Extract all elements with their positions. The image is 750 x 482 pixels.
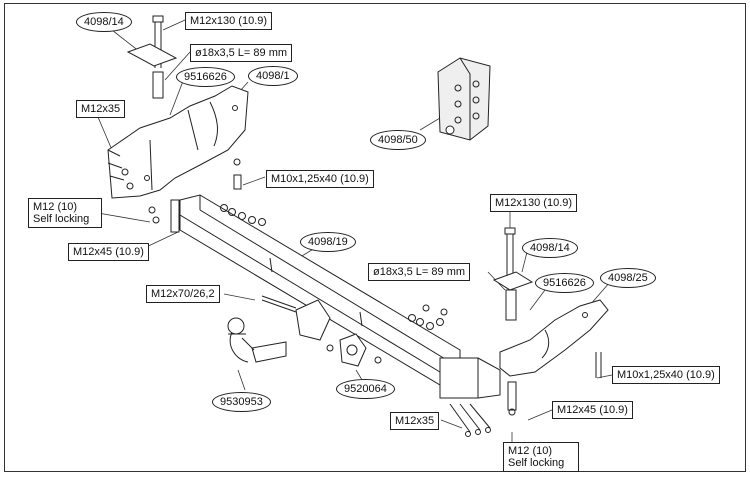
right-upper-bolt-assembly: [492, 227, 534, 321]
right-lower-fasteners: [449, 381, 517, 437]
main-crossbeam: [179, 194, 501, 399]
label-9520064: 9520064: [336, 379, 395, 399]
label-m12x130-left: M12x130 (10.9): [185, 12, 273, 30]
label-4098-19: 4098/19: [300, 232, 356, 252]
drawing-frame: [4, 3, 746, 472]
label-sleeve-left: ø18x3,5 L= 89 mm: [190, 44, 293, 62]
label-9516626-left: 9516626: [176, 67, 235, 87]
label-m12-left-line1: M12 (10): [33, 201, 78, 213]
label-4098-1: 4098/1: [248, 66, 298, 86]
label-m12x70: M12x70/26,2: [146, 285, 220, 303]
label-m12-self-locking-left: M12 (10) Self locking: [28, 198, 102, 228]
left-upper-bolt-assembly: [126, 15, 178, 99]
towball-assembly: [227, 295, 331, 363]
socket-plate: [326, 333, 382, 367]
label-9516626-right: 9516626: [535, 273, 594, 293]
label-m12-left-line2: Self locking: [33, 213, 90, 225]
right-side-bracket: [499, 299, 609, 378]
left-lower-fasteners: [148, 158, 242, 233]
label-4098-25: 4098/25: [600, 268, 656, 288]
label-4098-14-top: 4098/14: [76, 12, 132, 32]
label-m12-right-line2: Self locking: [508, 457, 565, 469]
label-4098-14-right: 4098/14: [522, 238, 578, 258]
label-4098-50: 4098/50: [370, 130, 426, 150]
label-m12x35-right: M12x35: [390, 412, 440, 430]
label-sleeve-right: ø18x3,5 L= 89 mm: [368, 263, 471, 281]
reinforcement-plate-inset: [437, 57, 491, 141]
label-m12-right-line1: M12 (10): [508, 445, 553, 457]
left-side-bracket: [107, 85, 249, 199]
label-9530953: 9530953: [212, 392, 271, 412]
label-m12x45-left: M12x45 (10.9): [68, 243, 149, 261]
label-m10x125x40-left: M10x1,25x40 (10.9): [266, 170, 374, 188]
beam-fixing-bolts: [220, 204, 448, 330]
label-m10x125x40-right: M10x1,25x40 (10.9): [612, 366, 720, 384]
label-m12-self-locking-right: M12 (10) Self locking: [503, 442, 579, 472]
label-m12x35-left: M12x35: [76, 100, 126, 118]
label-m12x130-right: M12x130 (10.9): [490, 194, 578, 212]
label-m12x45-right: M12x45 (10.9): [552, 401, 633, 419]
